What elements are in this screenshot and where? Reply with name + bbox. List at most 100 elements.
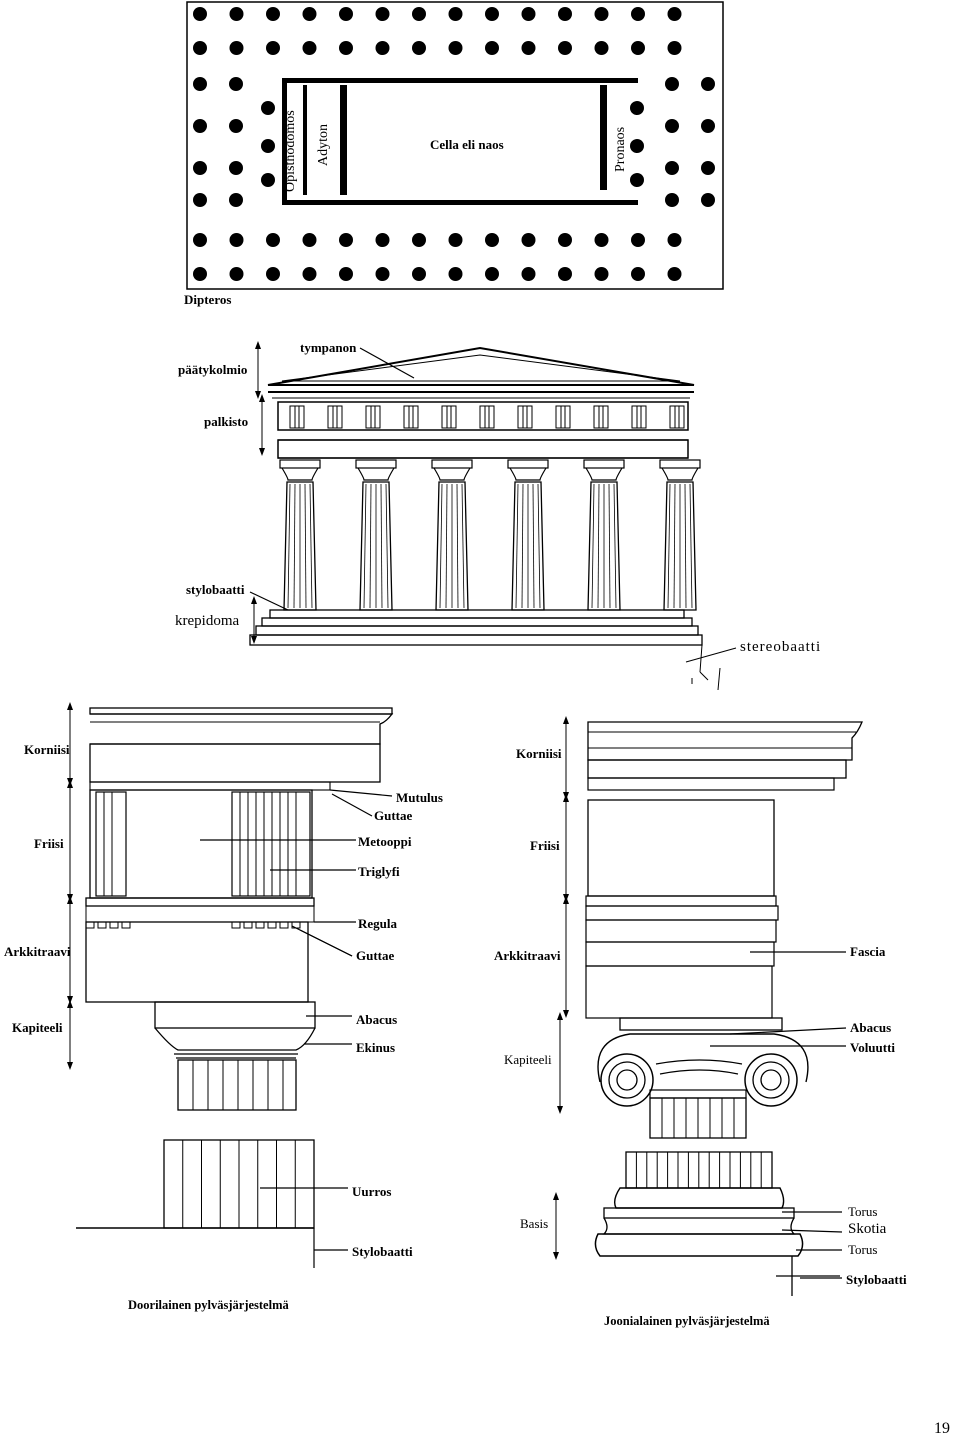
elevation-column-flute [287, 483, 291, 609]
label-fascia: Fascia [850, 944, 886, 959]
doric-triglyph [231, 791, 311, 897]
label-basis: Basis [520, 1216, 549, 1231]
elevation-column-flute [293, 483, 296, 609]
caption-doric: Doorilainen pylväsjärjestelmä [128, 1298, 289, 1312]
label-ionic-korniisi: Korniisi [516, 746, 562, 761]
elevation-column-flute [597, 483, 600, 609]
elevation-column-flute [304, 483, 307, 609]
plan-column-dot [521, 41, 536, 55]
doric-triglyph [95, 791, 127, 897]
elevation-column-flute [369, 483, 372, 609]
elevation-triglyph [289, 405, 305, 429]
elevation-triglyph [403, 405, 419, 429]
elevation-column-flute [613, 483, 617, 609]
elevation-column-flute [673, 483, 676, 609]
elevation-column-flute [684, 483, 687, 609]
elevation-column-flute [591, 483, 595, 609]
plan-column-dot [266, 7, 280, 21]
label-doric-arkkitraavi: Arkkitraavi [4, 944, 71, 959]
plan-column-dot [665, 161, 679, 175]
elevation-column-flute [515, 483, 519, 609]
plan-column-dot [667, 267, 682, 281]
plan-column-dot [448, 7, 463, 21]
elevation-column-flute [521, 483, 524, 609]
elevation-column-echinus [433, 467, 471, 481]
plan-column-dot [630, 101, 644, 115]
plan-column-dot [521, 233, 536, 247]
plan-column-dot [375, 41, 390, 55]
label-skotia: Skotia [848, 1221, 887, 1237]
plan-column-dot [485, 233, 499, 247]
elevation-column-flute [537, 483, 541, 609]
plan-column-dot [665, 119, 679, 133]
label-uurros: Uurros [352, 1184, 392, 1199]
plan-column-dot [594, 7, 609, 21]
label-doric-friisi: Friisi [34, 836, 64, 851]
label-adyton: Adyton [316, 124, 331, 166]
label-torus-bottom: Torus [848, 1242, 878, 1257]
label-ionic-stylobaatti: Stylobaatti [846, 1272, 907, 1287]
label-opisthodomos: Opisthodomos [283, 110, 298, 192]
doric-shaft-upper [177, 1059, 297, 1111]
plan-column-dot [339, 267, 353, 281]
label-triglyfi: Triglyfi [358, 864, 400, 879]
plan-column-dot [193, 119, 207, 133]
plan-column-dot [558, 233, 572, 247]
plan-column-dot [193, 233, 207, 247]
plan-columns [193, 7, 715, 281]
elevation-column-flute [532, 483, 535, 609]
elevation-column-shaft [663, 481, 697, 611]
plan-column-dot [667, 233, 682, 247]
ionic-order [553, 716, 863, 1296]
elevation-column-echinus [509, 467, 547, 481]
label-tympanon: tympanon [300, 340, 357, 355]
elevation-triglyph [669, 405, 685, 429]
doric-gutta [97, 921, 107, 929]
label-ionic-arkkitraavi: Arkkitraavi [494, 948, 561, 963]
doric-gutta [121, 921, 131, 929]
elevation-column-flute [309, 483, 313, 609]
elevation-column-echinus [281, 467, 319, 481]
plan-column-dot [229, 267, 244, 281]
label-krepidoma: krepidoma [175, 613, 240, 629]
elevation-column-flute [667, 483, 671, 609]
plan-column-dot [485, 267, 499, 281]
plan-column-dot [193, 161, 207, 175]
plan-column-dot [302, 7, 317, 21]
label-pronaos: Pronaos [613, 126, 628, 172]
doric-gutta [255, 921, 265, 929]
label-guttae-bottom: Guttae [356, 948, 395, 963]
plan-column-dot [229, 161, 243, 175]
plan-column-dot [302, 267, 317, 281]
elevation-column-flute [439, 483, 443, 609]
plan-column-dot [701, 193, 715, 207]
plan-column-dot [412, 7, 426, 21]
plan-column-dot [665, 77, 679, 91]
plan-column-dot [521, 267, 536, 281]
plan-column-dot [558, 41, 572, 55]
elevation-column-echinus [585, 467, 623, 481]
plan-column-dot [266, 267, 280, 281]
label-doric-abacus: Abacus [356, 1012, 398, 1027]
plan-column-dot [412, 41, 426, 55]
label-cella: Cella eli naos [430, 137, 504, 152]
elevation-triglyph [555, 405, 571, 429]
plan-column-dot [667, 41, 682, 55]
label-metooppi: Metooppi [358, 834, 412, 849]
doric-gutta [109, 921, 119, 929]
plan-column-dot [521, 7, 536, 21]
plan-column-dot [266, 41, 280, 55]
elevation-triglyph [631, 405, 647, 429]
plan-column-dot [558, 267, 572, 281]
plan-column-dot [193, 267, 207, 281]
plan-column-dot [448, 41, 463, 55]
plan-column-dot [701, 119, 715, 133]
plan-column-dot [630, 173, 644, 187]
plan-column-dot [339, 41, 353, 55]
plan-column-dot [261, 101, 275, 115]
plan-column-dot [193, 41, 207, 55]
label-voluutti: Voluutti [850, 1040, 896, 1055]
elevation-column-flute [456, 483, 459, 609]
elevation-triglyph [479, 405, 495, 429]
plan-column-dot [594, 267, 609, 281]
